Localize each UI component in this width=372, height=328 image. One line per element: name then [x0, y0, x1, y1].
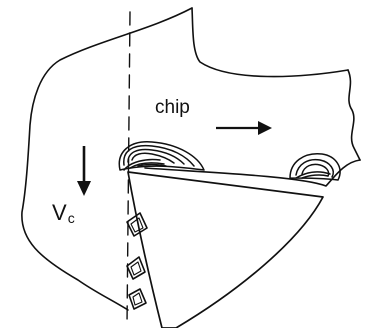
flank-fragment-3: [129, 289, 146, 309]
chip-upper-edge: [192, 8, 348, 77]
chip-curl: [290, 154, 340, 180]
arrow-right-icon: [216, 121, 272, 135]
flank-fragment-1-inner: [131, 218, 143, 232]
arrow-down-icon: [77, 146, 91, 196]
flank-fragment-2: [127, 257, 145, 279]
built-up-edge: [119, 142, 204, 170]
cutting-velocity-label: Vc: [52, 202, 75, 224]
chip-label: chip: [155, 98, 190, 117]
velocity-symbol: V: [52, 200, 67, 225]
flank-fragment-3-inner: [133, 293, 142, 305]
velocity-subscript: c: [68, 210, 75, 226]
flank-fragment-2-inner: [131, 262, 141, 275]
cutting-tool: [128, 172, 323, 328]
chip-free-end: [348, 70, 360, 160]
